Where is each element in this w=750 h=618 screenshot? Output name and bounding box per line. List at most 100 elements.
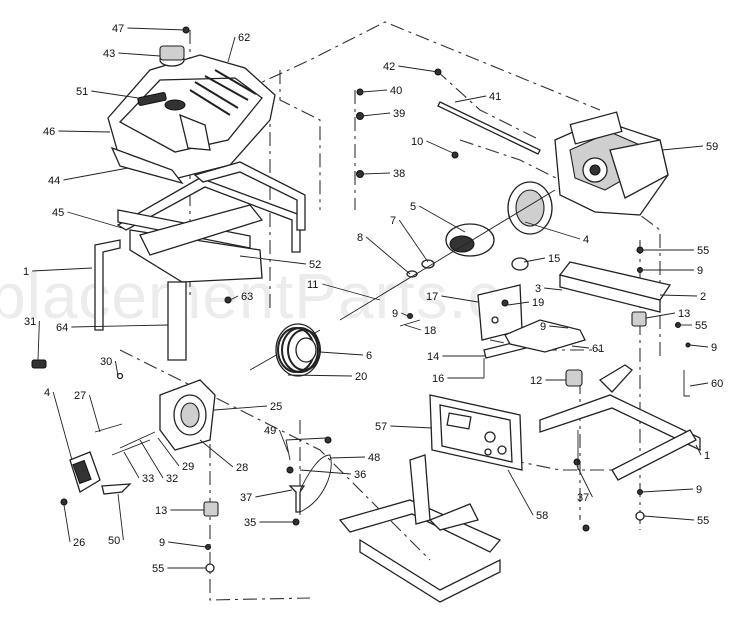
callout-label-c9c: 9 — [540, 321, 546, 333]
callout-label-c6: 6 — [366, 350, 372, 362]
callout-label-c60: 60 — [711, 378, 723, 390]
callout-label-c4b: 4 — [44, 387, 50, 399]
callout-label-c40: 40 — [390, 85, 402, 97]
callout-leader-c9f — [168, 541, 207, 548]
callout-label-c5: 5 — [410, 201, 416, 213]
callout-leader-c58 — [507, 469, 534, 516]
callout-label-c20: 20 — [355, 371, 367, 383]
callout-label-c44: 44 — [48, 175, 60, 187]
callout-label-c48: 48 — [368, 452, 380, 464]
callout-leader-c36 — [299, 469, 352, 475]
callout-leader-c64 — [71, 324, 169, 328]
callout-label-c25: 25 — [270, 401, 282, 413]
callout-label-c31: 31 — [24, 316, 36, 328]
engine-crossbar — [558, 261, 672, 313]
end-bell — [159, 379, 216, 451]
callout-label-c14: 14 — [427, 351, 439, 363]
fasteners — [31, 26, 691, 573]
fuel-tank — [107, 45, 276, 185]
callout-label-c59: 59 — [706, 141, 718, 153]
callout-label-c7: 7 — [390, 215, 396, 227]
callout-label-c43: 43 — [103, 48, 115, 60]
callout-label-c49: 49 — [264, 425, 276, 437]
callout-leader-c27 — [88, 394, 101, 433]
callout-leader-c11 — [322, 283, 381, 301]
callout-leader-c30 — [114, 360, 119, 377]
callout-leader-c47 — [127, 27, 187, 31]
callout-label-c8: 8 — [357, 232, 363, 244]
callout-label-c51: 51 — [76, 86, 88, 98]
callout-leader-c49 — [278, 429, 289, 453]
callout-leader-c2 — [659, 294, 698, 297]
callout-leader-c10 — [426, 140, 454, 154]
callout-label-c27: 27 — [74, 390, 86, 402]
callout-label-c36: 36 — [354, 469, 366, 481]
callout-leader-c50 — [117, 493, 124, 541]
callout-leader-c8 — [365, 236, 411, 275]
callout-label-c37a: 37 — [240, 492, 252, 504]
callout-label-c28: 28 — [236, 462, 248, 474]
callout-label-c17: 17 — [426, 291, 438, 303]
callout-leader-c37a — [255, 489, 293, 498]
callout-leader-c32 — [139, 439, 164, 479]
callout-leader-c4b — [52, 391, 73, 461]
callout-leader-c29 — [157, 437, 180, 467]
callout-label-c38: 38 — [393, 168, 405, 180]
callout-label-c63: 63 — [241, 291, 253, 303]
callout-leader-c42 — [398, 65, 439, 73]
wire-lead — [285, 436, 332, 513]
callout-leader-c9c — [549, 325, 569, 329]
callout-leader-c18 — [404, 324, 422, 331]
callout-label-c9f: 9 — [159, 537, 165, 549]
callout-label-c46: 46 — [43, 126, 55, 138]
callout-label-c50: 50 — [108, 535, 120, 547]
callout-label-c55c: 55 — [697, 515, 709, 527]
callout-label-c13a: 13 — [678, 308, 690, 320]
callout-leader-c61 — [571, 345, 590, 349]
callout-leader-c28 — [199, 439, 234, 468]
callout-label-c61: 61 — [592, 343, 604, 355]
callout-label-c45: 45 — [52, 207, 64, 219]
callout-leader-c25 — [213, 405, 268, 411]
callout-leader-c26 — [63, 504, 71, 543]
callout-label-c18: 18 — [424, 325, 436, 337]
callout-label-c42: 42 — [383, 61, 395, 73]
callout-leader-c43 — [118, 52, 161, 57]
callout-label-c55b: 55 — [695, 320, 707, 332]
callout-label-c1b: 1 — [704, 450, 710, 462]
callout-label-c33: 33 — [142, 473, 154, 485]
callout-label-c37b: 37 — [577, 492, 589, 504]
callout-leader-c1a — [32, 267, 93, 272]
callout-leader-c4a — [524, 221, 581, 240]
callout-leader-c15 — [523, 257, 546, 263]
callout-leader-c60 — [689, 382, 709, 387]
callout-label-c15: 15 — [548, 253, 560, 265]
callout-leader-c9d — [689, 344, 709, 348]
callout-label-c47: 47 — [112, 23, 124, 35]
callout-leader-c3 — [544, 287, 563, 291]
callout-leader-c9b — [401, 312, 409, 317]
callout-leader-c41 — [454, 95, 487, 103]
callout-label-c32: 32 — [166, 473, 178, 485]
callout-leader-c62 — [227, 36, 236, 63]
frame-tube — [94, 161, 306, 361]
callout-leader-c39 — [361, 112, 391, 117]
callout-leader-c57 — [390, 425, 433, 429]
callout-label-c41: 41 — [489, 91, 501, 103]
callout-leader-c19 — [507, 301, 530, 306]
callout-leader-c31 — [37, 320, 40, 361]
callout-label-c64: 64 — [56, 322, 68, 334]
callout-leader-c59 — [661, 145, 704, 151]
callout-label-c12: 12 — [530, 375, 542, 387]
callout-label-c11: 11 — [307, 279, 318, 291]
callout-label-c62: 62 — [238, 32, 250, 44]
front-frame — [338, 454, 502, 603]
callout-label-c2: 2 — [700, 291, 706, 303]
callout-leader-c46 — [58, 130, 111, 133]
callout-label-c29: 29 — [182, 461, 194, 473]
callout-label-c39: 39 — [393, 108, 405, 120]
callout-leader-c44 — [63, 167, 129, 181]
callout-label-c57: 57 — [375, 421, 387, 433]
